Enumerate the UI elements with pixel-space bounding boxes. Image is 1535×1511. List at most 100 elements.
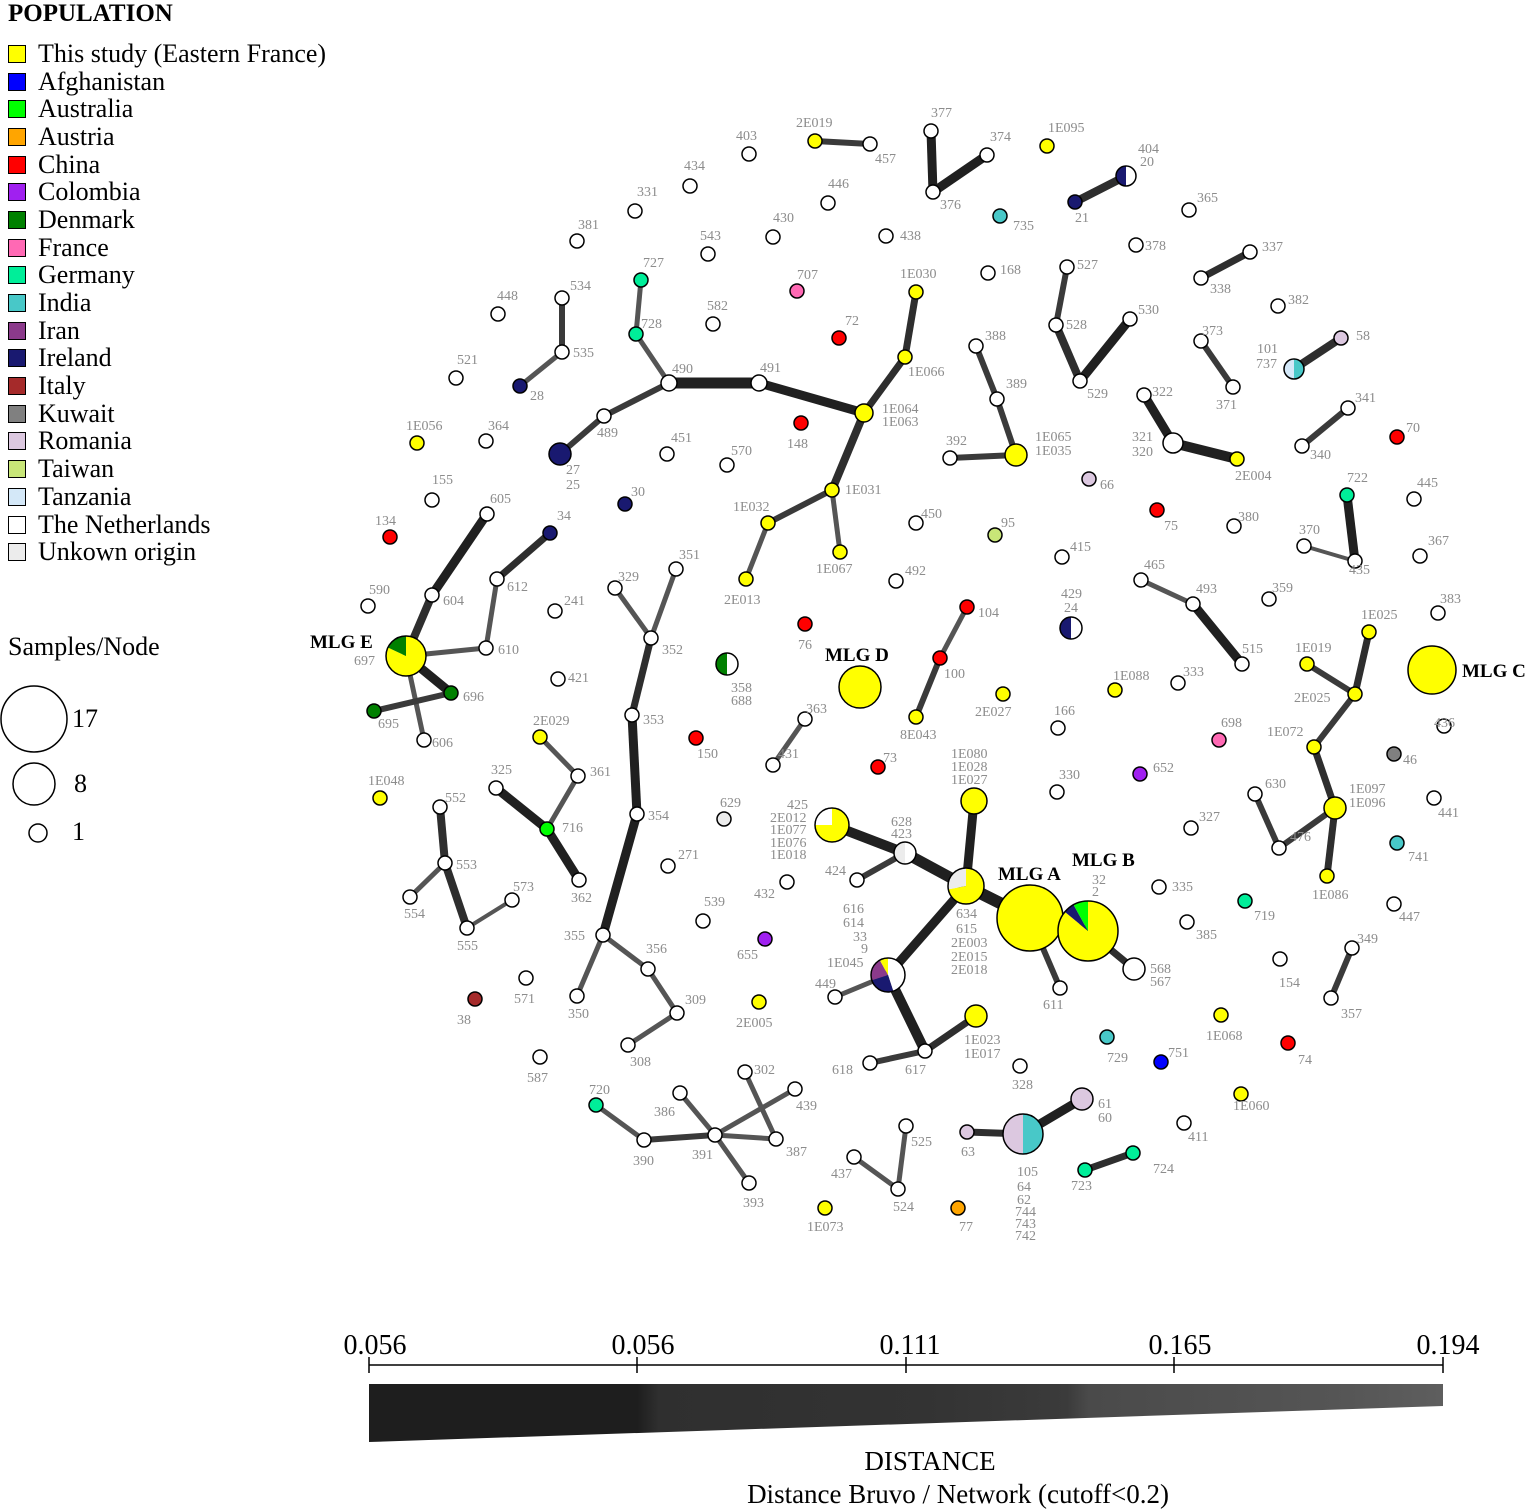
network-node [1081, 471, 1097, 487]
node-label: 104 [978, 606, 999, 621]
legend-swatch [8, 238, 26, 257]
node-label: 46 [1403, 753, 1417, 768]
network-node [719, 457, 735, 473]
network-node-pie [1115, 165, 1137, 187]
legend-swatch [8, 294, 26, 313]
node-label: 1E066 [908, 365, 945, 380]
network-edge [633, 332, 672, 385]
legend: POPULATION This study (Eastern France)Af… [8, 0, 388, 566]
node-label: 370 [1299, 523, 1320, 538]
pie-slice [1071, 617, 1082, 639]
node-label: 695 [378, 717, 399, 732]
network-edge [441, 861, 471, 930]
node-label: 74 [1298, 1053, 1312, 1068]
network-node [416, 732, 432, 748]
node-label: 386 [654, 1105, 675, 1120]
node-label: 374 [990, 130, 1011, 145]
node-label: 606 [432, 736, 453, 751]
node-label: 357 [1341, 1007, 1362, 1022]
network-node [1179, 914, 1195, 930]
node-label: 392 [946, 434, 967, 449]
node-label: 58 [1356, 329, 1370, 344]
node-label: 34 [557, 509, 571, 524]
node-label: 447 [1399, 910, 1420, 925]
node-label: 302 [754, 1063, 775, 1078]
node-label: 2E019 [796, 116, 833, 131]
network-node [490, 306, 506, 322]
node-label: 378 [1145, 239, 1166, 254]
network-edge [713, 1086, 797, 1138]
network-node [1280, 1035, 1296, 1051]
legend-swatch [8, 44, 26, 63]
node-label: 1E064 [882, 402, 919, 417]
node-label: 404 [1138, 142, 1159, 157]
node-label: 425 [787, 798, 808, 813]
node-label: 1E017 [964, 1047, 1001, 1062]
node-label: 320 [1132, 445, 1153, 460]
pie-slice [947, 868, 966, 890]
network-edge [1300, 405, 1350, 449]
legend-swatch [8, 72, 26, 91]
network-node [1185, 596, 1201, 612]
node-label: 308 [630, 1055, 651, 1070]
network-edge [852, 1154, 900, 1192]
node-label: 353 [643, 713, 664, 728]
node-label: 729 [1107, 1051, 1128, 1066]
network-node [688, 730, 704, 746]
network-edge [574, 934, 606, 997]
network-edge [612, 586, 654, 640]
network-node [1004, 443, 1028, 467]
node-label: 543 [700, 229, 721, 244]
network-edge [814, 138, 871, 147]
network-node [620, 1037, 636, 1053]
node-label: 76 [798, 638, 812, 653]
legend-label: India [38, 288, 92, 318]
node-label: 476 [1290, 830, 1311, 845]
node-label: 2E015 [951, 950, 988, 965]
legend-swatch [8, 100, 26, 119]
node-label: 390 [633, 1154, 654, 1169]
network-node [817, 1200, 833, 1216]
node-label: 381 [578, 218, 599, 233]
network-node [629, 806, 645, 822]
pie-slice [386, 636, 427, 677]
network-node [518, 970, 534, 986]
pie-slice [815, 808, 832, 825]
node-label: 707 [797, 268, 818, 283]
network-edge [861, 354, 908, 416]
network-node-pie [1057, 900, 1119, 962]
node-label: 524 [893, 1200, 914, 1215]
node-label: 20 [1140, 155, 1154, 170]
network-node [1067, 194, 1083, 210]
node-label: 698 [1221, 716, 1242, 731]
node-label: 652 [1153, 761, 1174, 776]
network-node [992, 208, 1008, 224]
network-node [797, 616, 813, 632]
network-edge [633, 279, 644, 335]
network-node [1052, 980, 1068, 996]
network-node [660, 374, 678, 392]
node-label: 492 [905, 564, 926, 579]
network-node [1122, 311, 1138, 327]
network-node [1050, 720, 1066, 736]
legend-item: France [8, 233, 388, 262]
network-node [1136, 387, 1152, 403]
network-edge [829, 489, 843, 553]
node-label: 340 [1310, 448, 1331, 463]
node-label: 411 [1188, 1130, 1208, 1145]
network-edge [895, 1125, 909, 1190]
node-label: 2E025 [1294, 691, 1331, 706]
network-node [737, 1064, 753, 1080]
node-label: 614 [843, 916, 864, 931]
node-label: 446 [828, 177, 849, 192]
node-label: 2E004 [1235, 469, 1272, 484]
network-node [1099, 1029, 1115, 1045]
network-node-pie [947, 867, 985, 905]
network-node [979, 147, 995, 163]
network-node [1430, 605, 1446, 621]
network-node [478, 433, 494, 449]
node-label: 382 [1288, 293, 1309, 308]
legend-label: Romania [38, 426, 132, 456]
network-node [908, 515, 924, 531]
